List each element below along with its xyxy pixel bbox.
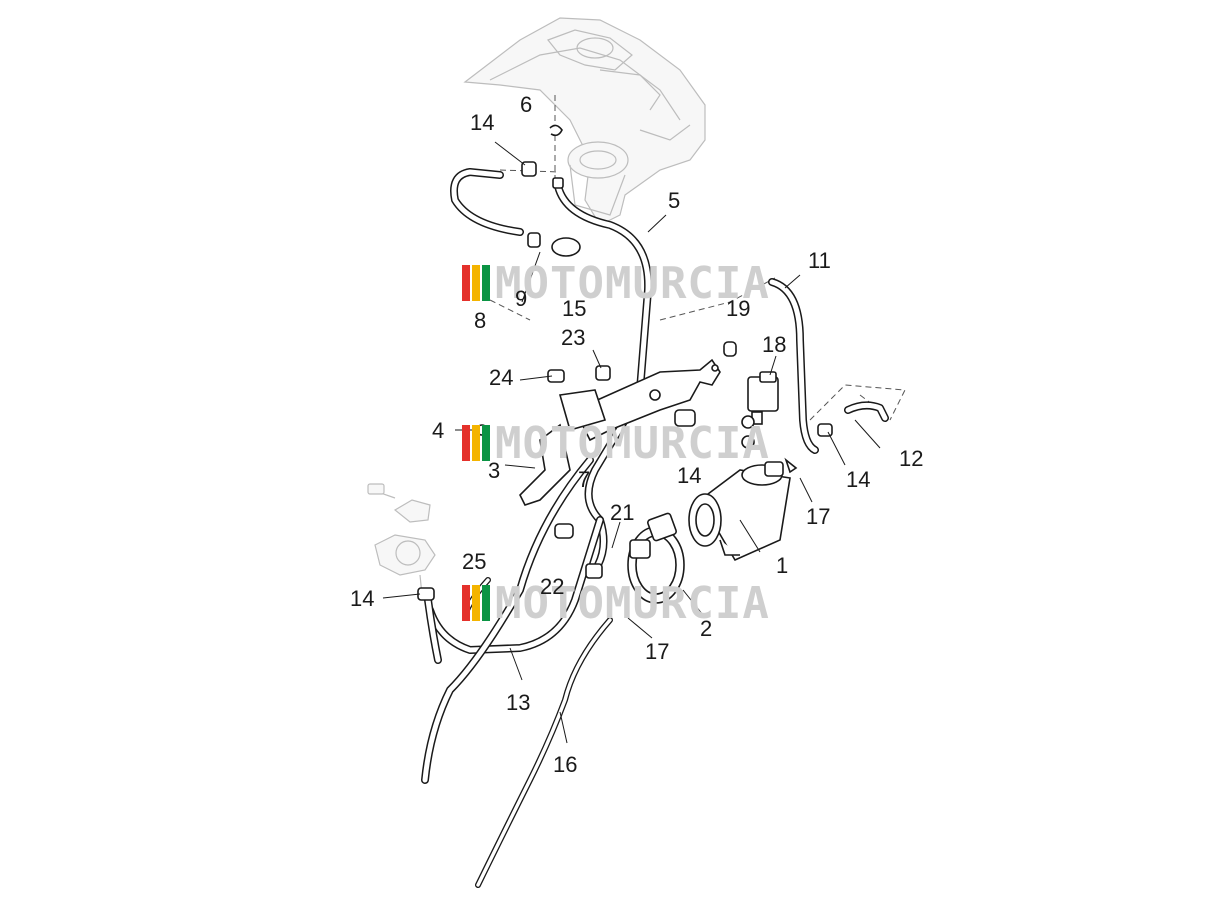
callout-2: 2	[700, 616, 712, 641]
callout-6: 6	[520, 92, 532, 117]
watermark-logo-red	[462, 265, 470, 301]
callout-5: 5	[668, 188, 680, 213]
fitting-23	[595, 365, 611, 381]
grommet-19	[723, 341, 737, 357]
callout-24: 24	[489, 365, 513, 390]
callout-19: 19	[726, 296, 750, 321]
clamp-14-top	[521, 161, 537, 177]
callout-18: 18	[762, 332, 786, 357]
callout-8: 8	[474, 308, 486, 333]
throttle-body	[367, 483, 436, 596]
callout-15: 15	[562, 296, 586, 321]
callout-4: 4	[432, 418, 444, 443]
watermark-text: MOTOMURCIA	[495, 418, 770, 469]
canister-clamp	[627, 512, 685, 604]
fuel-tank-ghost	[463, 17, 706, 226]
watermark-logo-red	[462, 425, 470, 461]
watermark-logo-red	[462, 585, 470, 621]
filter-15	[551, 237, 581, 257]
clip-9	[527, 232, 541, 248]
watermark-logo-yellow	[472, 265, 480, 301]
watermark-logo-yellow	[472, 425, 480, 461]
watermark-text: MOTOMURCIA	[495, 258, 770, 309]
callout-14: 14	[677, 463, 701, 488]
clip-6	[549, 124, 563, 137]
watermark-logo-green	[482, 585, 490, 621]
callout-13: 13	[506, 690, 530, 715]
callouts: 6 14 5 11 9 15 8 19 23 18 24 4 12 3 7 14…	[350, 92, 923, 777]
callout-25: 25	[462, 549, 486, 574]
callout-23: 23	[561, 325, 585, 350]
watermark-logo-yellow	[472, 585, 480, 621]
mounting-bracket	[519, 358, 721, 506]
callout-16: 16	[553, 752, 577, 777]
callout-17: 17	[645, 639, 669, 664]
callout-3: 3	[488, 458, 500, 483]
callout-17: 17	[806, 504, 830, 529]
callout-22: 22	[540, 574, 564, 599]
callout-14: 14	[846, 467, 870, 492]
watermark-logo-green	[482, 265, 490, 301]
watermark-text: MOTOMURCIA	[495, 578, 770, 629]
watermark-logo-green	[482, 425, 490, 461]
callout-11: 11	[808, 248, 831, 273]
callout-1: 1	[776, 553, 788, 578]
watermark-3: MOTOMURCIA	[462, 578, 770, 629]
callout-9: 9	[515, 286, 527, 311]
callout-7: 7	[578, 467, 590, 492]
callout-14: 14	[470, 110, 494, 135]
alignment-lines	[489, 95, 906, 421]
callout-21: 21	[610, 500, 634, 525]
callout-14: 14	[350, 586, 374, 611]
solenoid-valve	[741, 371, 779, 449]
callout-12: 12	[899, 446, 923, 471]
watermark-1: MOTOMURCIA	[462, 258, 770, 309]
carbon-canister	[688, 461, 791, 562]
watermark-2: MOTOMURCIA	[462, 418, 770, 469]
clip-22	[554, 523, 574, 539]
hoses	[421, 168, 889, 888]
